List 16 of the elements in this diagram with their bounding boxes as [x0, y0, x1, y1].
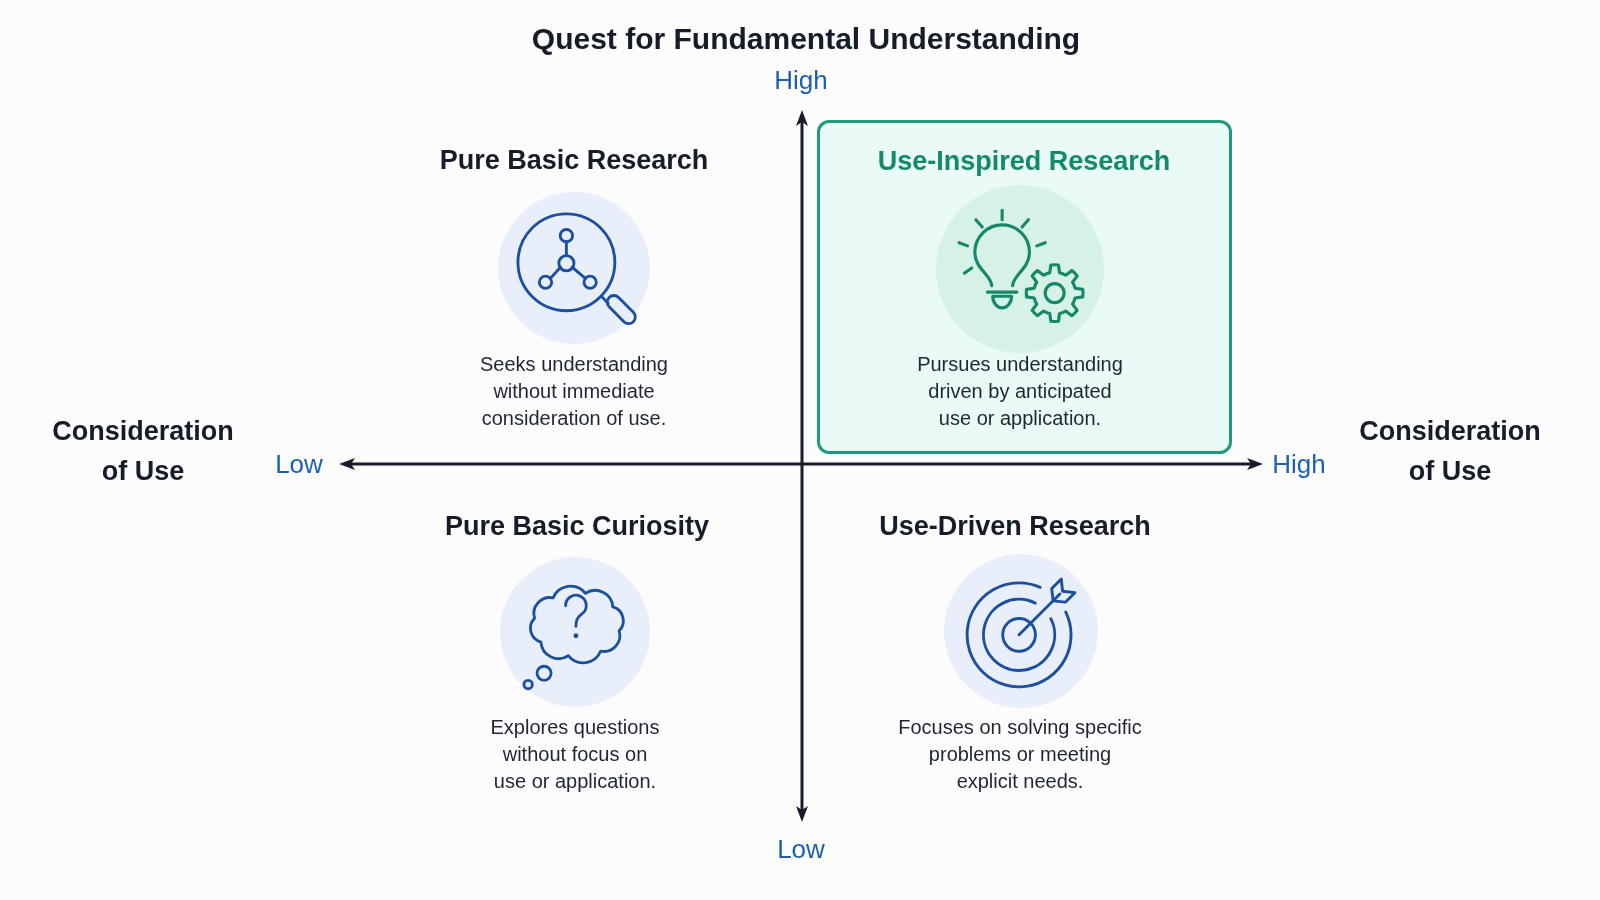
quadrant-heading: Use-Driven Research	[879, 510, 1151, 542]
quadrant-heading: Pure Basic Research	[439, 144, 709, 176]
quadrant-heading: Use-Inspired Research	[877, 145, 1171, 177]
axis-title: Consideration of Use	[51, 415, 235, 488]
quadrant-heading: Pure Basic Curiosity	[444, 510, 710, 542]
axis-end-label: High	[1272, 449, 1326, 479]
axis-end-label: High	[774, 65, 828, 95]
axis-title: Consideration of Use	[1358, 415, 1542, 488]
quadrant-description: Focuses on solving specific problems or meeting explicit needs.	[897, 714, 1143, 794]
quadrant-description: Pursues understanding driven by anticipated use or application.	[916, 351, 1124, 431]
axis-end-label: Low	[777, 834, 825, 864]
highlight-box	[817, 120, 1232, 454]
axis-title: Quest for Fundamental Understanding	[531, 21, 1081, 57]
quadrant-description: Seeks understanding without immediate consideration of use.	[479, 351, 669, 431]
quadrant-description: Explores questions without focus on use or application.	[489, 714, 661, 794]
axis-end-label: Low	[275, 449, 323, 479]
